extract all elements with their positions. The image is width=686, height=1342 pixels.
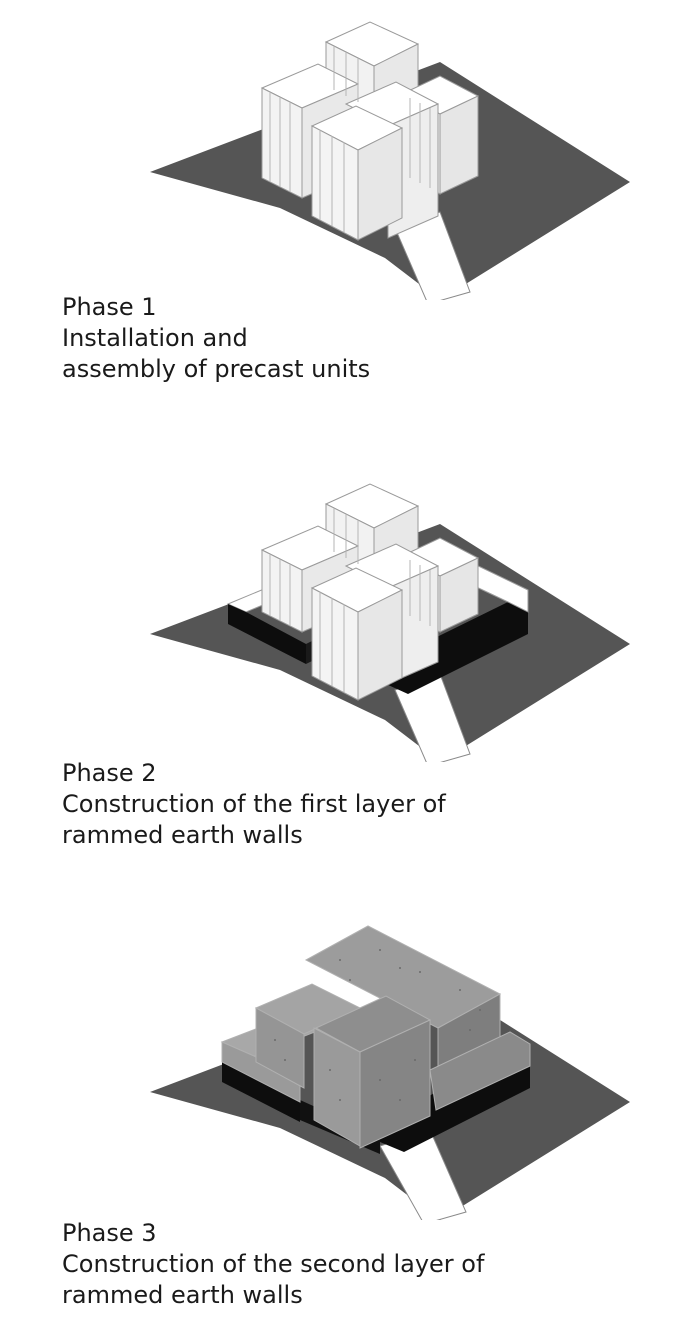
phase-2-description-line-1: Construction of the first layer of [62,789,446,820]
phase-1-description-line-2: assembly of precast units [62,354,370,385]
phase-2-panel: Phase 2 Construction of the first layer … [0,462,686,902]
phase-2-description-line-2: rammed earth walls [62,820,446,851]
phase-1-axonometric-diagram [0,0,686,300]
phase-3-axonometric-diagram [0,920,686,1220]
phase-3-description-line-1: Construction of the second layer of [62,1249,484,1280]
phase-3-caption: Phase 3 Construction of the second layer… [62,1218,484,1311]
phase-1-panel: Phase 1 Installation and assembly of pre… [0,0,686,460]
phase-2-axonometric-diagram [0,462,686,762]
phase-3-title: Phase 3 [62,1218,484,1249]
phase-3-panel: Phase 3 Construction of the second layer… [0,920,686,1342]
phase-2-title: Phase 2 [62,758,446,789]
phase-2-caption: Phase 2 Construction of the first layer … [62,758,446,851]
phase-1-description-line-1: Installation and [62,323,370,354]
phase-1-title: Phase 1 [62,292,370,323]
phase-3-description-line-2: rammed earth walls [62,1280,484,1311]
phase-1-caption: Phase 1 Installation and assembly of pre… [62,292,370,385]
